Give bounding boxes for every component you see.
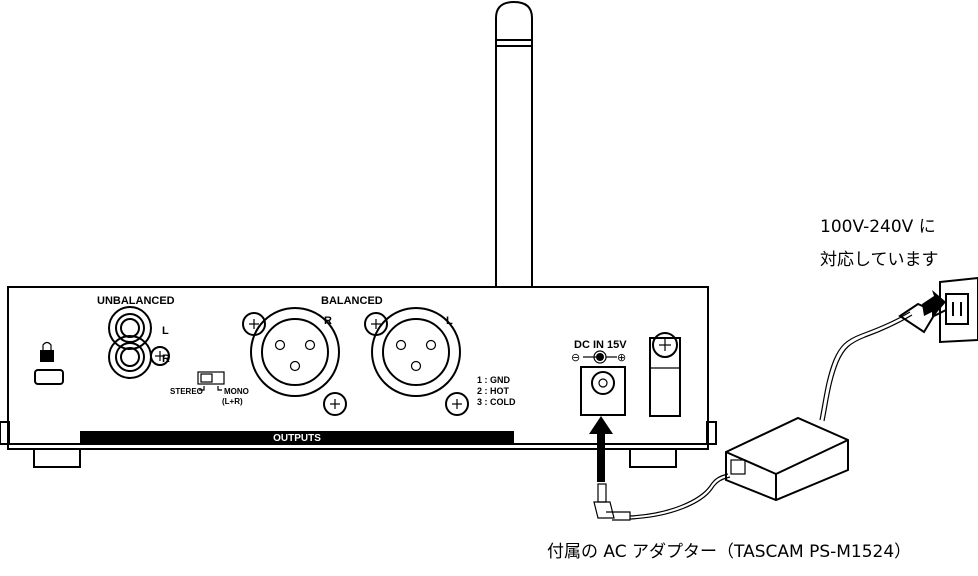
dc-in-jack: [580, 366, 626, 416]
outputs-bar: [80, 431, 514, 444]
balanced-label: BALANCED: [321, 295, 383, 307]
ac-adapter: [725, 416, 849, 502]
stereo-label: STEREO: [170, 387, 203, 396]
xlr-screw-r-bottom: [323, 392, 347, 416]
mono-sub-label: (L+R): [222, 397, 243, 406]
rca-jack-r-inner: [115, 342, 145, 372]
dc-polarity-icon: ⊖ ⊕: [571, 350, 626, 364]
dc-plug: [593, 483, 631, 521]
pin-2-label: 2 : HOT: [477, 386, 510, 396]
svg-text:⊖: ⊖: [571, 351, 580, 364]
ground-terminal: [649, 332, 681, 417]
stereo-mono-switch: [197, 371, 225, 391]
mono-label: MONO: [224, 387, 249, 396]
dc-in-label: DC IN 15V: [574, 339, 627, 351]
xlr-r-label: R: [324, 315, 332, 327]
security-slot: [34, 369, 64, 385]
xlr-l-label: L: [446, 315, 453, 327]
adapter-caption: 付属の AC アダプター（TASCAM PS-M1524）: [547, 542, 911, 562]
ac-cable: [819, 311, 911, 421]
svg-text:K: K: [44, 352, 51, 362]
xlr-screw-l-bottom: [445, 392, 469, 416]
wall-outlet: [939, 276, 978, 344]
pin-3-label: 3 : COLD: [477, 397, 516, 407]
svg-text:⊕: ⊕: [617, 351, 626, 364]
antenna: [495, 0, 533, 288]
dc-cable: [629, 473, 729, 517]
rca-jack-r-rings: [108, 335, 152, 379]
rca-l-label: L: [162, 325, 169, 337]
arrow-to-outlet-icon: [922, 290, 946, 318]
outputs-label: OUTPUTS: [273, 433, 321, 444]
xlr-jack-l: [371, 307, 461, 397]
xlr-jack-r: [250, 307, 340, 397]
voltage-callout-line1: 100V-240V に: [820, 217, 936, 237]
kensington-lock-icon: K: [40, 341, 54, 362]
voltage-callout-line2: 対応しています: [820, 250, 939, 270]
arrow-to-dc-in-icon: [589, 416, 613, 482]
rca-r-label: R: [162, 353, 170, 365]
unbalanced-label: UNBALANCED: [97, 295, 175, 307]
pin-1-label: 1 : GND: [477, 375, 511, 385]
